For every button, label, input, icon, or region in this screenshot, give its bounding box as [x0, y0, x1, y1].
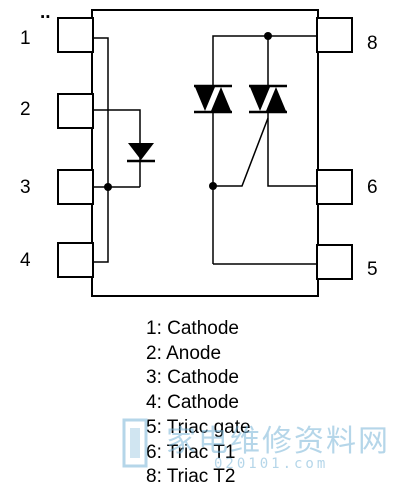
- pin-5-pad: [316, 244, 353, 280]
- triac-left-icon: [194, 84, 232, 114]
- pin-6-pad: [316, 169, 353, 205]
- led-diode-icon: [127, 143, 155, 163]
- triac-gate-junction-dot: [209, 182, 217, 190]
- legend-item: 3: Cathode: [146, 367, 239, 389]
- pin-4-pad: [57, 242, 94, 278]
- package-outline: [91, 9, 319, 297]
- legend-item: 5: Triac gate: [146, 416, 251, 438]
- pin-label-3: 3: [20, 177, 31, 198]
- pin-label-5: 5: [367, 259, 378, 280]
- legend-item: 4: Cathode: [146, 392, 239, 414]
- legend-item: 1: Cathode: [146, 318, 239, 339]
- legend-item: 2: Anode: [146, 342, 222, 364]
- legend-item: 6: Triac T1: [146, 441, 236, 463]
- pin1-indicator: ..: [40, 2, 51, 23]
- pin-1-pad: [57, 17, 94, 53]
- triac-right-icon: [249, 84, 287, 114]
- pin-8-pad: [316, 17, 353, 53]
- pin-label-8: 8: [367, 33, 378, 54]
- triac-wiring: [212, 35, 317, 265]
- led-wiring: [93, 37, 141, 263]
- cathode-junction-dot: [104, 183, 112, 191]
- legend-item: 8: Triac T2: [146, 466, 236, 488]
- pin-label-4: 4: [20, 250, 31, 271]
- triac-t2-junction-dot: [264, 32, 272, 40]
- optocoupler-schematic: .. 1 2 3 4 8 6 5: [20, 2, 378, 297]
- pin-label-1: 1: [20, 28, 31, 49]
- pin-3-pad: [57, 169, 94, 205]
- pin-legend: 1: Cathode 2: Anode 3: Cathode 4: Cathod…: [146, 317, 251, 490]
- pin-2-pad: [57, 93, 94, 129]
- watermark-logo-icon: [122, 418, 148, 468]
- pin-label-2: 2: [20, 99, 31, 120]
- pin-label-6: 6: [367, 177, 378, 198]
